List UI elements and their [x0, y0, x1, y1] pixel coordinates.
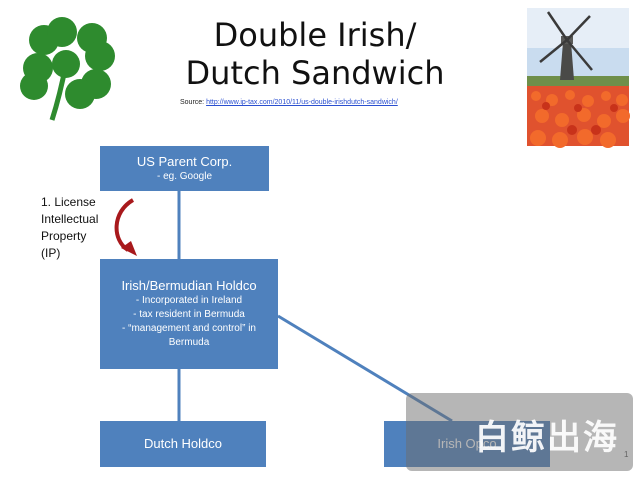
irish-holdco-detail: - tax resident in Bermuda	[133, 309, 245, 320]
us-parent-box: US Parent Corp. - eg. Google	[100, 146, 269, 191]
irish-holdco-box: Irish/Bermudian Holdco - Incorporated in…	[100, 259, 278, 369]
slide-title: Double Irish/ Dutch Sandwich	[150, 16, 480, 92]
license-line: Intellectual	[41, 212, 99, 226]
license-line: (IP)	[41, 246, 61, 260]
license-line: 1. License	[41, 195, 96, 209]
dutch-holdco-title: Dutch Holdco	[143, 436, 223, 451]
title-line-1: Double Irish/	[213, 16, 417, 54]
dutch-holdco-box: Dutch Holdco	[100, 421, 266, 467]
watermark-overlay	[406, 393, 633, 471]
curved-arrow-icon	[114, 198, 137, 256]
watermark-text: 白鲸出海	[475, 419, 619, 457]
title-line-2: Dutch Sandwich	[185, 54, 445, 92]
irish-holdco-detail: Bermuda	[168, 337, 210, 348]
license-ip-note: 1. License Intellectual Property (IP)	[41, 194, 98, 262]
us-parent-detail: - eg. Google	[156, 170, 213, 182]
source-link[interactable]: http://www.ip-tax.com/2010/11/us-double-…	[206, 99, 398, 106]
irish-holdco-title: Irish/Bermudian Holdco	[121, 278, 257, 293]
license-line: Property	[41, 229, 87, 243]
us-parent-title: US Parent Corp.	[136, 153, 233, 169]
irish-holdco-detail: - Incorporated in Ireland	[135, 295, 243, 306]
source-citation: Source: http://www.ip-tax.com/2010/11/us…	[180, 99, 398, 106]
irish-holdco-detail: - “management and control” in	[122, 323, 256, 334]
windmill-photo	[527, 8, 630, 148]
four-leaf-clover-icon	[20, 17, 115, 121]
source-label: Source:	[180, 99, 205, 106]
